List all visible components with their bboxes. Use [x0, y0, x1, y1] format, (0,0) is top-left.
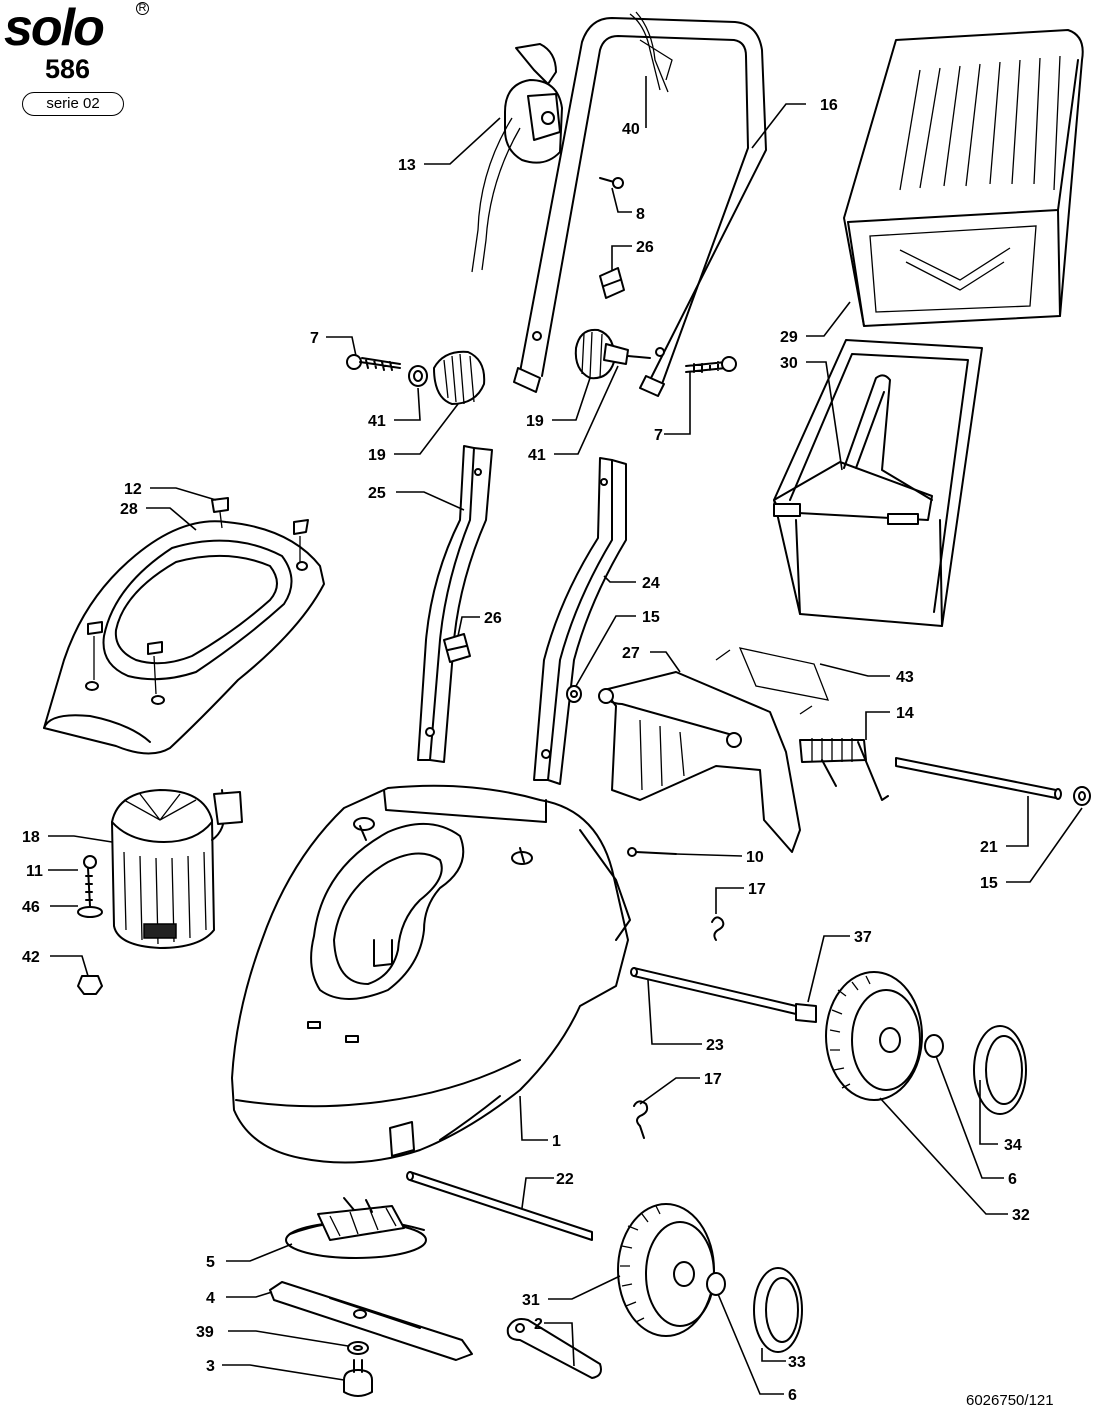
- callout-25: 25: [368, 485, 386, 502]
- part-washer-top: [566, 685, 582, 703]
- part-switch-box: [471, 43, 563, 273]
- callout-42: 42: [22, 949, 40, 966]
- callout-3: 3: [206, 1358, 215, 1375]
- part-discharge-flap: [598, 671, 801, 853]
- callout-39: 39: [196, 1324, 214, 1341]
- callout-23: 23: [706, 1037, 724, 1054]
- part-cover-screws: [87, 497, 309, 695]
- part-hub-cap-rear: [924, 1034, 944, 1058]
- callout-43: 43: [896, 669, 914, 686]
- document-number: 6026750/121: [966, 1392, 1054, 1409]
- callout-7-right: 7: [654, 427, 663, 444]
- part-clip-middle: [443, 633, 471, 663]
- part-hub-cap-front: [706, 1272, 726, 1296]
- callout-33: 33: [788, 1354, 806, 1371]
- part-blade-carrier: [285, 1197, 427, 1259]
- part-wheel-front: [617, 1203, 715, 1337]
- callout-6-front: 6: [788, 1387, 797, 1404]
- callout-21: 21: [980, 839, 998, 856]
- brand-name: solo: [4, 0, 105, 57]
- callout-5: 5: [206, 1254, 215, 1271]
- callout-31: 31: [522, 1292, 540, 1309]
- part-handle-bolt-left: [346, 354, 401, 371]
- callout-19-right: 19: [526, 413, 544, 430]
- callout-27: 27: [622, 645, 640, 662]
- callout-16: 16: [820, 97, 838, 114]
- leader-lines: [48, 76, 1083, 1395]
- callout-34: 34: [1004, 1137, 1022, 1154]
- callout-13: 13: [398, 157, 416, 174]
- part-wheel-cover-rear: [973, 1025, 1027, 1115]
- callout-41-left: 41: [368, 413, 386, 430]
- callout-22: 22: [556, 1171, 574, 1188]
- callout-18: 18: [22, 829, 40, 846]
- part-knob-left: [433, 350, 486, 405]
- callout-30: 30: [780, 355, 798, 372]
- part-motor: [111, 789, 243, 949]
- part-wheel-rear: [825, 971, 923, 1101]
- callout-10: 10: [746, 849, 764, 866]
- callout-41-right: 41: [528, 447, 546, 464]
- callout-11: 11: [26, 863, 43, 880]
- callout-7-left: 7: [310, 330, 319, 347]
- callout-26-top: 26: [636, 239, 654, 256]
- part-motor-cover: [43, 520, 325, 755]
- part-flap-axle: [895, 757, 1062, 800]
- model-number: 586: [45, 54, 91, 84]
- part-label-plate: [715, 647, 830, 715]
- part-mower-housing: [231, 784, 631, 1164]
- part-front-axle: [406, 1171, 593, 1241]
- part-washer-left: [408, 365, 428, 387]
- callout-labels: 16 40 13 8 26 7 41 19 19 41 7 29 30 12 2…: [22, 97, 1030, 1404]
- part-rear-axle: [630, 967, 817, 1023]
- callout-37: 37: [854, 929, 872, 946]
- part-bag-frame: [773, 339, 983, 627]
- callout-6-rear: 6: [1008, 1171, 1017, 1188]
- callout-15-end: 15: [980, 875, 998, 892]
- callout-15-top: 15: [642, 609, 660, 626]
- callout-29: 29: [780, 329, 798, 346]
- callout-32: 32: [1012, 1207, 1030, 1224]
- callout-40: 40: [622, 121, 640, 138]
- part-blade-washer: [347, 1341, 369, 1355]
- callout-17-lower: 17: [704, 1071, 722, 1088]
- callout-1: 1: [552, 1133, 561, 1150]
- part-motor-nut: [77, 975, 103, 995]
- part-handle-bolt-right: [685, 356, 737, 373]
- callout-24: 24: [642, 575, 660, 592]
- callout-17-upper: 17: [748, 881, 766, 898]
- part-blade-bolt: [343, 1359, 373, 1397]
- part-clip-top: [599, 267, 625, 299]
- callout-26-middle: 26: [484, 610, 502, 627]
- part-cutting-blade: [269, 1281, 473, 1361]
- part-spring-lower: [633, 1100, 649, 1139]
- part-upper-handle: [513, 11, 767, 397]
- callout-19-left: 19: [368, 447, 386, 464]
- part-spring-upper: [711, 916, 725, 941]
- series-badge: serie 02: [22, 92, 124, 116]
- part-flap-screw: [627, 847, 677, 857]
- part-motor-washer: [77, 906, 103, 918]
- callout-28: 28: [120, 501, 138, 518]
- callout-12: 12: [124, 481, 142, 498]
- callout-8: 8: [636, 206, 645, 223]
- callout-14: 14: [896, 705, 914, 722]
- part-hinge-spring: [799, 738, 889, 801]
- part-knob-right: [574, 328, 651, 380]
- part-lower-handle-right: [533, 457, 627, 785]
- callout-2: 2: [534, 1316, 543, 1333]
- part-wrench: [506, 1318, 602, 1379]
- registered-mark-icon: R: [136, 2, 149, 15]
- part-small-screw: [599, 177, 624, 189]
- callout-4: 4: [206, 1290, 215, 1307]
- part-washer-end: [1073, 786, 1091, 806]
- part-lower-handle-left: [417, 445, 493, 763]
- part-wheel-cover-front: [753, 1267, 803, 1353]
- callout-46: 46: [22, 899, 40, 916]
- part-motor-screw: [83, 855, 97, 907]
- part-grass-bag: [843, 29, 1084, 327]
